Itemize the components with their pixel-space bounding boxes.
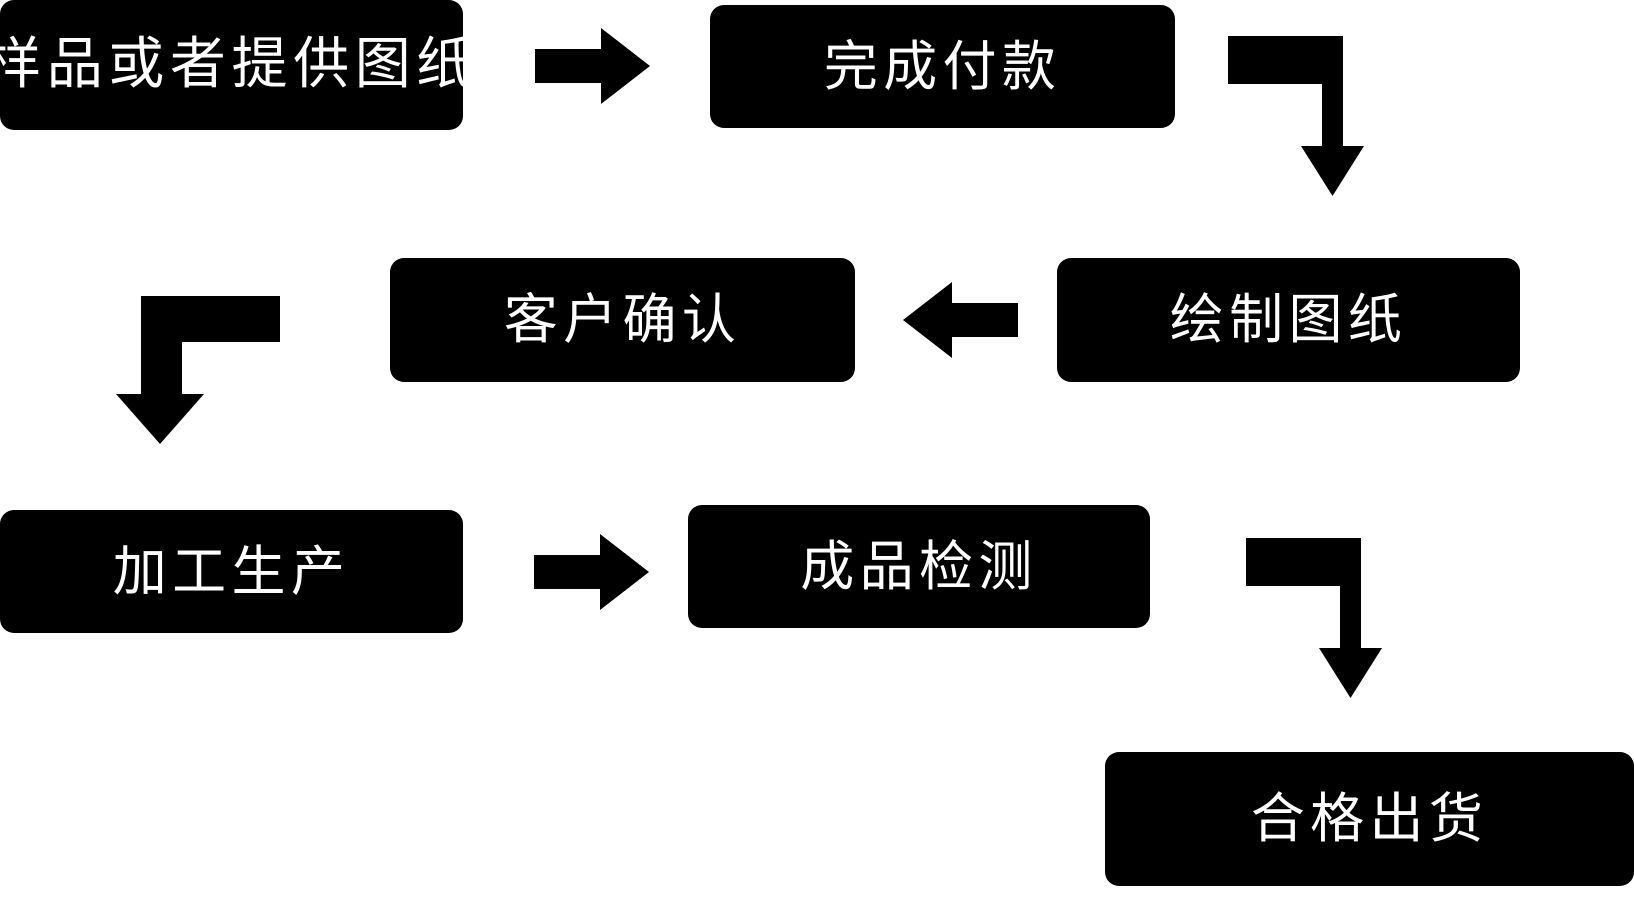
- flow-node-label: 成品检测: [800, 534, 1038, 598]
- arrow-elbow-right-down-icon: [1228, 36, 1364, 196]
- flow-node-customer-confirm[interactable]: 客户确认: [390, 258, 855, 382]
- arrow-elbow-right-down-icon: [1246, 538, 1382, 698]
- arrow-elbow-left-down-icon: [116, 296, 280, 444]
- flow-node-label: 绘制图纸: [1169, 288, 1408, 352]
- flow-node-product-inspection[interactable]: 成品检测: [688, 505, 1150, 628]
- arrow-right-icon: [535, 28, 650, 104]
- flow-node-label: 客户确认: [503, 288, 742, 352]
- flow-node-label: 样品或者提供图纸: [0, 32, 478, 98]
- arrow-right-icon: [534, 534, 649, 610]
- flow-node-label: 加工生产: [112, 539, 351, 603]
- flow-node-label: 合格出货: [1250, 787, 1489, 851]
- flow-node-draw-drawing[interactable]: 绘制图纸: [1057, 258, 1520, 382]
- arrow-left-icon: [903, 282, 1018, 358]
- flow-node-sample-or-drawing[interactable]: 样品或者提供图纸: [0, 0, 472, 130]
- flow-node-processing-production[interactable]: 加工生产: [0, 510, 463, 633]
- flow-node-complete-payment[interactable]: 完成付款: [710, 5, 1175, 128]
- flow-node-qualified-shipment[interactable]: 合格出货: [1105, 752, 1634, 886]
- flow-node-label: 完成付款: [823, 34, 1062, 98]
